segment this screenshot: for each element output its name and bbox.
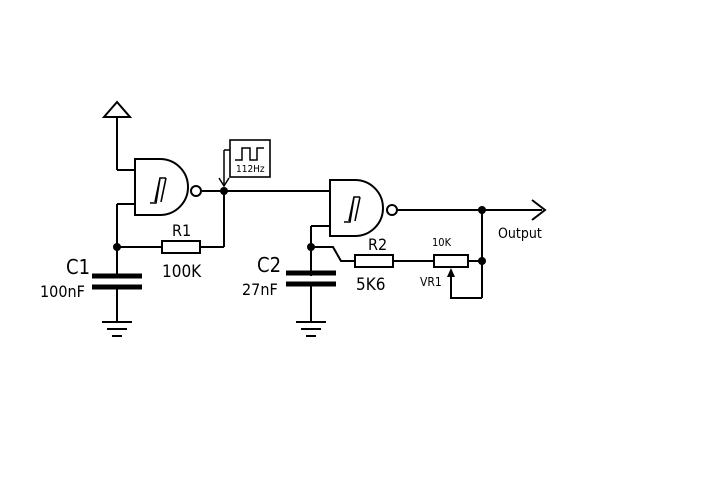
c1-value: 100nF	[40, 282, 85, 301]
nand-gate-2	[311, 179, 547, 237]
r2-value: 5K6	[356, 275, 385, 295]
c2-label: C2	[257, 253, 281, 277]
supply-symbol	[101, 100, 133, 170]
resistor-r2	[354, 254, 394, 268]
r2-label: R2	[368, 235, 387, 254]
vr1-value: 10K	[432, 236, 452, 249]
ground-symbol-2	[296, 321, 326, 337]
potentiometer-vr1	[433, 254, 482, 299]
capacitor-c1	[92, 273, 142, 290]
capacitor-c2	[286, 270, 336, 287]
resistor-r1	[161, 240, 201, 254]
c1-label: C1	[66, 255, 90, 279]
output-label: Output	[498, 226, 542, 242]
ground-symbol-1	[102, 321, 132, 337]
r1-value: 100K	[162, 262, 202, 282]
c2-value: 27nF	[242, 280, 278, 299]
left-rc-network	[92, 187, 228, 337]
right-rc-network	[286, 210, 486, 337]
r1-label: R1	[172, 221, 191, 240]
nand-gate-1	[117, 158, 224, 216]
frequency-probe	[218, 139, 271, 188]
probe-frequency: 112Hz	[236, 164, 265, 175]
vr1-label: VR1	[420, 275, 442, 289]
